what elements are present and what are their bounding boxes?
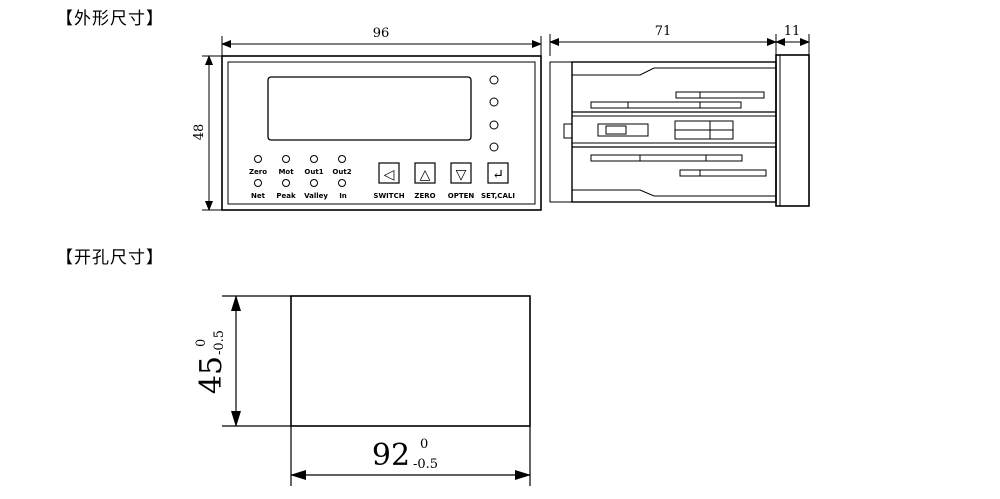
indicator-label-out1: Out1 [304, 168, 323, 176]
cutout-height-value: 45 [194, 356, 229, 394]
side-view [549, 34, 810, 207]
triangle-up-icon: △ [420, 167, 431, 183]
indicator-label-zero: Zero [249, 168, 267, 176]
indicator-label-peak: Peak [276, 192, 296, 200]
switch-button[interactable] [378, 162, 400, 184]
zero-button[interactable] [414, 162, 436, 184]
front-height-dimension: 48 [192, 124, 207, 141]
indicator-label-mot: Mot [278, 168, 294, 176]
side-depth-dimension: 71 [655, 24, 672, 39]
outline-dimensions-heading: 【外形尺寸】 [56, 9, 164, 29]
cutout-width-lower-tolerance: -0.5 [413, 457, 438, 472]
cutout-height-upper-tolerance: 0 [194, 339, 209, 347]
cutout-dimensions-heading: 【开孔尺寸】 [56, 248, 164, 268]
indicator-led-out1 [310, 155, 318, 163]
cutout-rectangle [290, 295, 531, 427]
front-view [202, 36, 542, 211]
cutout-view [222, 295, 531, 486]
triangle-down-icon: ▽ [456, 167, 467, 183]
indicator-led-peak [282, 179, 290, 187]
indicator-led-valley [310, 179, 318, 187]
rear-terminal [549, 61, 573, 203]
opten-button-label: OPTEN [448, 192, 475, 200]
set-cali-button-label: SET,CALI [481, 192, 515, 200]
front-panel-frame [221, 55, 542, 211]
indicator-led-out2 [338, 155, 346, 163]
cutout-width-value: 92 [372, 438, 410, 473]
status-led [489, 97, 499, 107]
indicator-led-net [254, 179, 262, 187]
cutout-width-upper-tolerance: 0 [420, 437, 428, 452]
status-led [489, 142, 499, 152]
status-led [489, 75, 499, 85]
indicator-label-in: In [339, 192, 347, 200]
set-cali-button[interactable] [487, 162, 509, 184]
indicator-led-mot [282, 155, 290, 163]
triangle-left-icon: ◁ [384, 167, 395, 183]
indicator-label-net: Net [251, 192, 266, 200]
indicator-led-in [338, 179, 346, 187]
zero-button-label: ZERO [414, 192, 435, 200]
lcd-display [267, 76, 472, 141]
cutout-height-label: 45 0 -0.5 [194, 330, 229, 394]
switch-button-label: SWITCH [373, 192, 404, 200]
status-led [489, 120, 499, 130]
housing-body [571, 61, 777, 203]
enter-icon: ↵ [492, 167, 504, 183]
indicator-led-zero [254, 155, 262, 163]
front-width-dimension: 96 [373, 26, 390, 41]
indicator-label-valley: Valley [304, 192, 328, 200]
indicator-label-out2: Out2 [332, 168, 351, 176]
cutout-height-lower-tolerance: -0.5 [212, 330, 227, 355]
side-bezel-dimension: 11 [784, 24, 801, 39]
front-bezel [775, 54, 810, 207]
opten-button[interactable] [450, 162, 472, 184]
